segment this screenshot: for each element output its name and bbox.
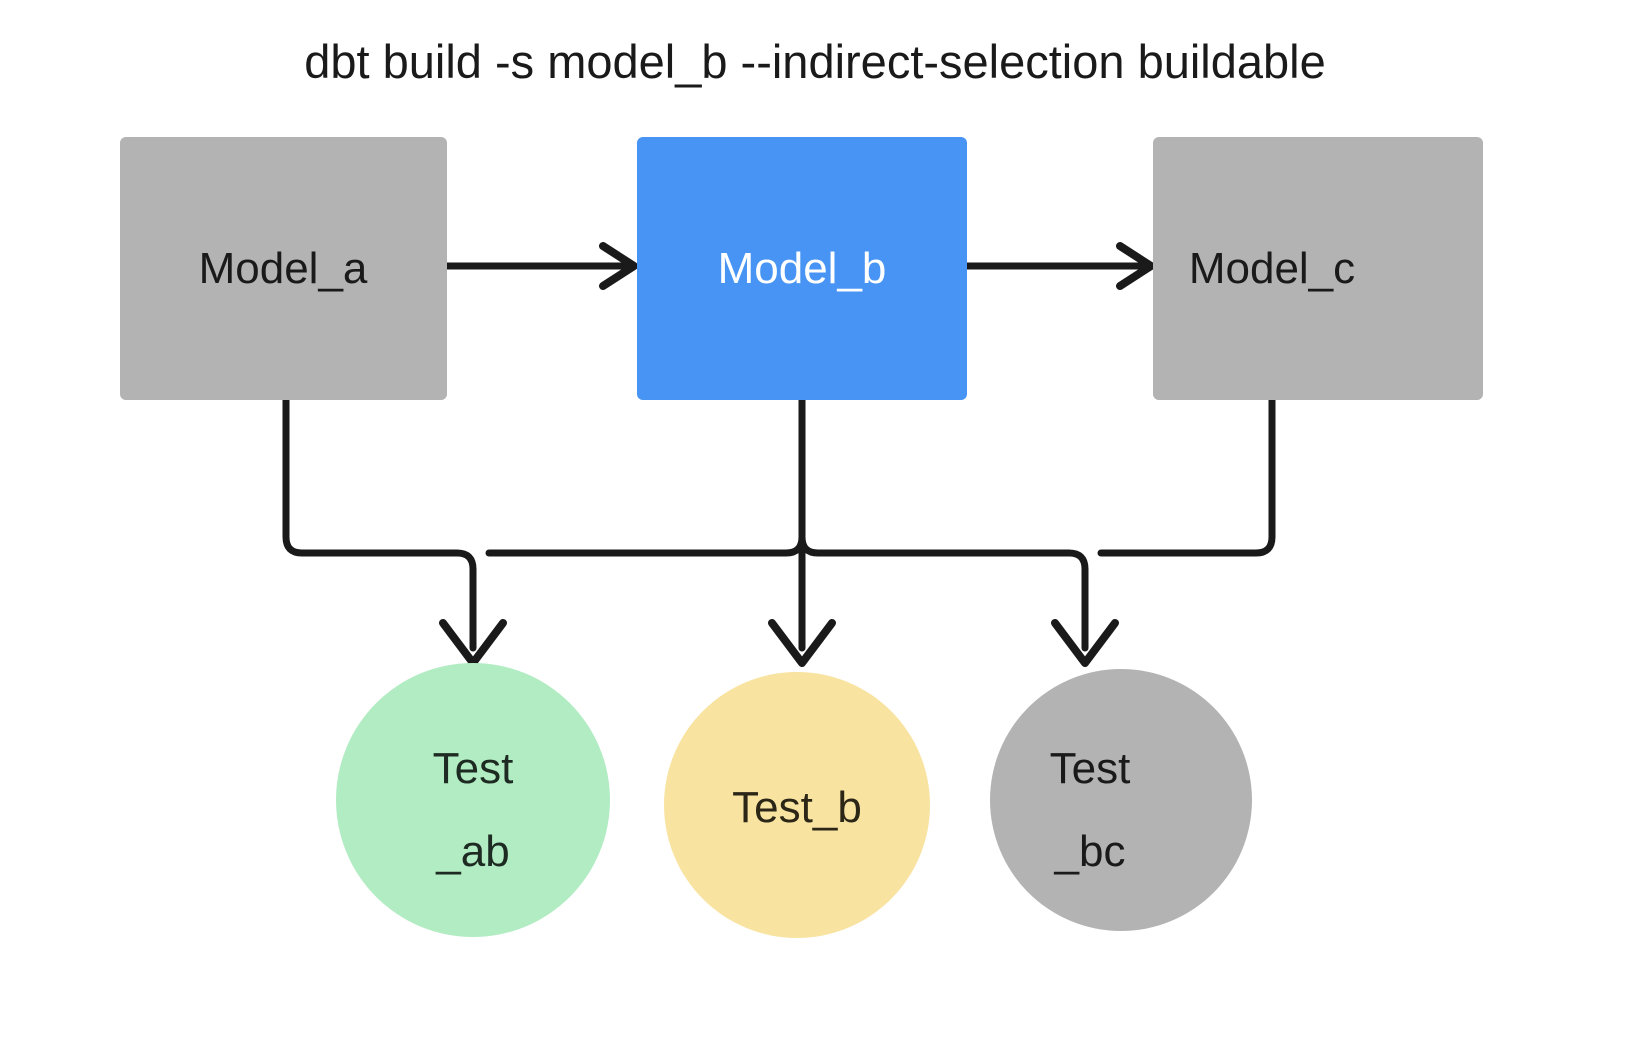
edge-model-b-to-test-b <box>768 396 836 667</box>
node-model-a[interactable]: Model_a <box>120 137 447 400</box>
test-b-label-line1: Test_b <box>732 783 862 832</box>
test-ab-label-line2: _ab <box>435 827 509 876</box>
node-test-ab[interactable]: Test _ab <box>336 663 610 937</box>
edge-model-b-to-model-c <box>963 242 1155 290</box>
node-model-c[interactable]: Model_c <box>1153 137 1483 400</box>
node-test-b[interactable]: Test_b <box>664 672 930 938</box>
edge-model-c-to-test-bc <box>1097 396 1276 557</box>
model-b-box[interactable] <box>637 137 967 400</box>
edge-model-b-to-test-ab <box>485 396 806 557</box>
model-a-box[interactable] <box>120 137 447 400</box>
edge-model-a-to-model-b <box>443 242 638 290</box>
node-layer: Model_a Model_b Model_c Test _ab Tes <box>120 137 1483 938</box>
node-test-bc[interactable]: Test _bc <box>990 669 1252 931</box>
test-b-circle[interactable] <box>664 672 930 938</box>
test-bc-label-line1: Test <box>1050 744 1131 793</box>
node-model-b[interactable]: Model_b <box>637 137 967 400</box>
test-ab-label-line1: Test <box>433 744 514 793</box>
model-c-box[interactable] <box>1153 137 1483 400</box>
model-c-label: Model_c <box>1189 244 1355 293</box>
test-bc-label-line2: _bc <box>1054 827 1126 876</box>
edge-model-b-to-test-bc <box>798 533 1119 667</box>
model-b-label: Model_b <box>718 244 887 293</box>
model-a-label: Model_a <box>199 244 368 293</box>
edge-model-a-to-test-ab <box>282 396 507 667</box>
page-title: dbt build -s model_b --indirect-selectio… <box>304 35 1326 88</box>
test-bc-circle[interactable] <box>990 669 1252 931</box>
test-ab-circle[interactable] <box>336 663 610 937</box>
